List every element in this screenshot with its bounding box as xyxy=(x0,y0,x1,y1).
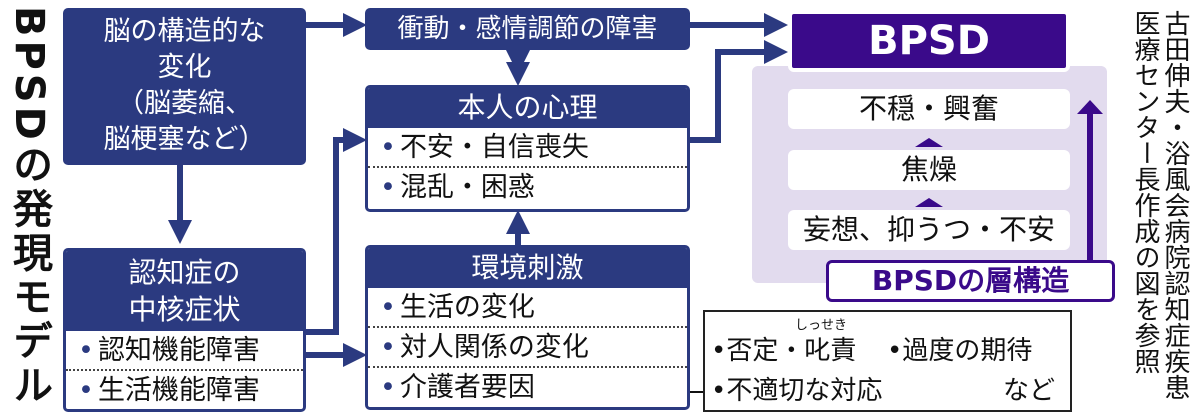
core-symptom-box: 認知症の 中核症状 認知機能障害 生活機能障害 xyxy=(63,248,306,412)
environment-box: 環境刺激 生活の変化 対人関係の変化 介護者要因 xyxy=(365,245,690,410)
arrow-psych-to-bpsd xyxy=(690,40,788,143)
note-item: など xyxy=(1003,376,1056,406)
list-item: 不安・自信喪失 xyxy=(368,128,687,168)
up-arrow-icon xyxy=(1077,100,1103,265)
caregiver-note-box: しっせき •否定・叱責 •過度の期待 •不適切な対応 など xyxy=(703,310,1072,412)
source-credit: 古田伸夫・浴風会病院認知症疾患医療センター長作成の図を参照 xyxy=(1130,10,1190,400)
diagram-title: BPSDの発現モデル xyxy=(6,6,52,408)
env-box-header: 環境刺激 xyxy=(368,248,687,288)
brain-change-box: 脳の構造的な 変化 （脳萎縮、 脳梗塞など） xyxy=(63,8,306,165)
arrow-core-to-psych xyxy=(306,128,367,335)
core-box-header: 中核症状 xyxy=(128,293,241,326)
psychology-box: 本人の心理 不安・自信喪失 混乱・困惑 xyxy=(365,85,690,212)
impulse-box: 衝動・感情調節の障害 xyxy=(365,8,690,50)
ruby-text: しっせき xyxy=(795,318,848,333)
up-triangle-icon xyxy=(915,138,943,147)
layer-item: 焦燥 xyxy=(788,150,1070,190)
psych-box-header: 本人の心理 xyxy=(368,88,687,128)
list-item: 認知機能障害 xyxy=(66,331,303,371)
note-item: •過度の期待 xyxy=(887,336,1033,366)
brain-box-line: 変化 xyxy=(157,52,212,83)
list-item: 生活の変化 xyxy=(368,288,687,328)
layer-item: 不穏・興奮 xyxy=(788,89,1070,129)
brain-box-line: 脳の構造的な xyxy=(103,16,266,47)
list-item: 対人関係の変化 xyxy=(368,328,687,368)
note-item: •不適切な対応 xyxy=(711,376,883,406)
note-item: •否定・叱責 xyxy=(711,336,857,366)
bpsd-box: BPSD xyxy=(788,10,1070,72)
list-item: 生活機能障害 xyxy=(66,371,303,409)
brain-box-line: （脳萎縮、 xyxy=(117,88,252,119)
core-box-header: 認知症の xyxy=(128,256,241,289)
list-item: 介護者要因 xyxy=(368,368,687,407)
layer-structure-label: BPSDの層構造 xyxy=(826,260,1115,302)
layer-item: 妄想、抑うつ・不安 xyxy=(788,210,1070,250)
up-triangle-icon xyxy=(915,198,943,207)
brain-box-line: 脳梗塞など） xyxy=(103,124,266,155)
list-item: 混乱・困惑 xyxy=(368,168,687,208)
